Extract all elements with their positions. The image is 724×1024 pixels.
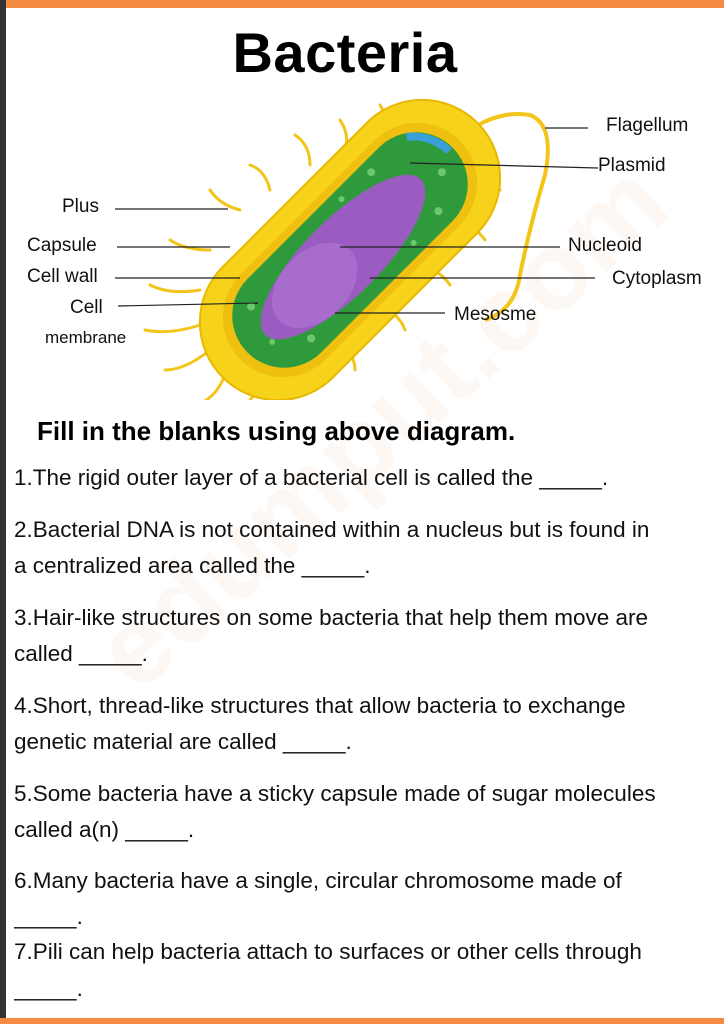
- bacteria-cell-illustration: [115, 98, 599, 407]
- question-7-line-2: _____.: [14, 976, 83, 1001]
- question-4-line-1: 4.Short, thread-like structures that all…: [14, 693, 626, 718]
- label-plasmid: Plasmid: [598, 155, 666, 176]
- label-plus: Plus: [62, 196, 99, 217]
- leader-lines: [115, 127, 599, 314]
- top-border: [0, 0, 724, 8]
- flagellum: [468, 112, 550, 322]
- question-3-line-1: 3.Hair-like structures on some bacteria …: [14, 605, 649, 630]
- question-2-line-1: 2.Bacterial DNA is not contained within …: [14, 517, 650, 542]
- label-mesosme: Mesosme: [454, 304, 537, 325]
- label-membrane: membrane: [45, 328, 127, 347]
- question-6-line-2: _____.: [14, 904, 83, 929]
- question-4-line-2: genetic material are called _____.: [14, 729, 352, 754]
- bottom-border: [0, 1018, 724, 1024]
- question-6-line-1: 6.Many bacteria have a single, circular …: [14, 868, 622, 893]
- instructions-heading: Fill in the blanks using above diagram.: [37, 416, 516, 446]
- question-5-line-1: 5.Some bacteria have a sticky capsule ma…: [14, 781, 656, 806]
- question-2-line-2: a centralized area called the _____.: [14, 553, 371, 578]
- label-nucleoid: Nucleoid: [568, 235, 642, 256]
- question-3-line-2: called _____.: [14, 641, 148, 666]
- left-border: [0, 0, 6, 1024]
- question-5-line-2: called a(n) _____.: [14, 817, 195, 842]
- label-flagellum: Flagellum: [606, 115, 689, 136]
- label-capsule: Capsule: [27, 235, 97, 256]
- question-1-line-1: 1.The rigid outer layer of a bacterial c…: [14, 465, 609, 490]
- label-cell: Cell: [70, 297, 103, 318]
- label-cell-wall: Cell wall: [27, 266, 98, 287]
- page-title: Bacteria: [232, 21, 458, 84]
- question-7-line-1: 7.Pili can help bacteria attach to surfa…: [14, 939, 642, 964]
- plasmid: [406, 132, 452, 155]
- bacteria-diagram: Plus Capsule Cell wall Cell membrane Fla…: [0, 90, 724, 407]
- label-cytoplasm: Cytoplasm: [612, 268, 702, 289]
